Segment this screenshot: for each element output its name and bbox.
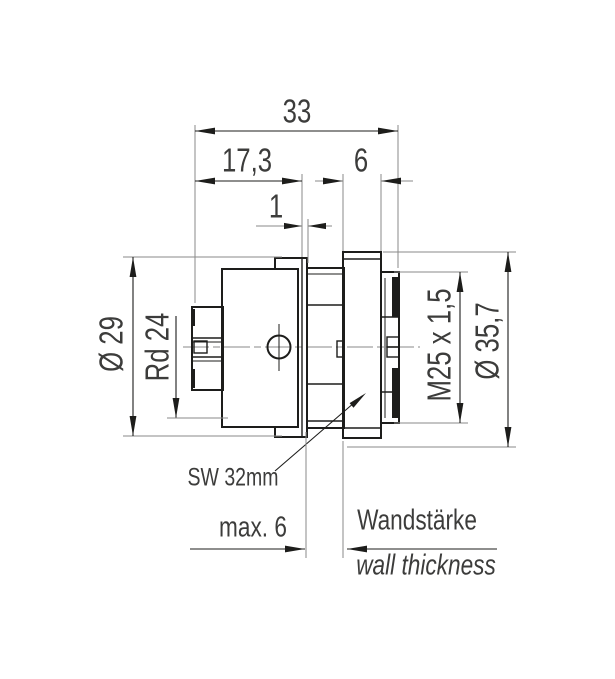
dim-collar-diameter-label: Ø 29 [92,316,130,372]
dim-collar-step [256,219,332,263]
leader-wrench-size [274,393,366,472]
hex-flange [336,251,382,439]
rear-key-tab [193,340,208,354]
rear-block [191,306,224,391]
dim-collar-diameter [123,256,282,437]
rear-thread-edge-bottom [191,369,195,388]
dim-rear-length [195,174,303,257]
max-wall-thickness-label: max. 6 [219,511,287,544]
dim-mounting-thread-label: M25 x 1,5 [420,288,458,402]
flange-left-tab [336,340,344,358]
dim-rear-thread [167,316,228,419]
dim-rear-thread-label: Rd 24 [138,312,176,382]
main-body [221,268,299,428]
dim-flange-thickness-label: 6 [353,141,369,179]
neck-section [306,267,345,429]
dim-max-wall-thickness [190,432,497,558]
wrench-size-label: SW 32mm [187,463,279,492]
dim-mounting-thread [394,271,468,424]
dim-rear-length-label: 17,3 [221,141,273,179]
dim-flange-thickness [315,174,413,251]
center-mark-circle [266,334,292,360]
dim-flange-diameter-label: Ø 35,7 [468,302,506,380]
rear-thread-edge-top [191,309,195,326]
wall-thickness-de-label: Wandstärke [357,504,477,537]
dim-flange-diameter [347,251,516,448]
contact-detail-top [386,336,400,348]
dim-overall-length [194,125,399,303]
wall-thickness-en-label: wall thickness [356,549,496,582]
dim-collar-step-label: 1 [268,187,284,225]
contact-detail-bottom [386,346,400,358]
dim-overall-length-label: 33 [282,92,312,130]
thread-section [380,271,400,424]
